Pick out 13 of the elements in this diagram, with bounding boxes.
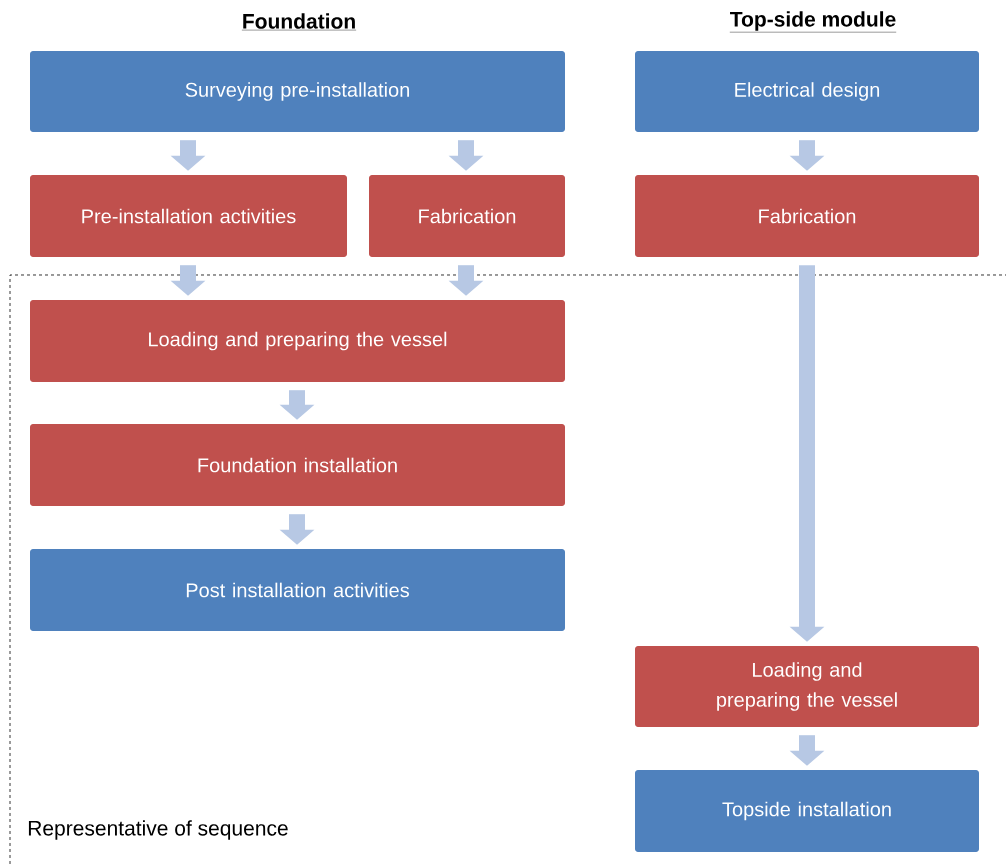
process-box: Loading and preparing the vessel bbox=[30, 300, 565, 382]
column-heading: Top-side module bbox=[729, 11, 897, 33]
process-box: Topside installation bbox=[635, 770, 979, 852]
process-box: Post installation activities bbox=[30, 549, 565, 631]
process-box: Surveying pre-installation bbox=[30, 51, 565, 132]
note-text: Representative of sequence bbox=[28, 820, 288, 840]
process-box: Electrical design bbox=[635, 51, 979, 132]
process-box: Loading and preparing the vessel bbox=[635, 646, 979, 727]
process-box: Fabrication bbox=[369, 175, 565, 257]
process-box: Pre-installation activities bbox=[30, 175, 347, 257]
process-box: Foundation installation bbox=[30, 424, 565, 506]
column-heading: Foundation bbox=[241, 13, 357, 31]
process-box: Fabrication bbox=[635, 175, 979, 257]
